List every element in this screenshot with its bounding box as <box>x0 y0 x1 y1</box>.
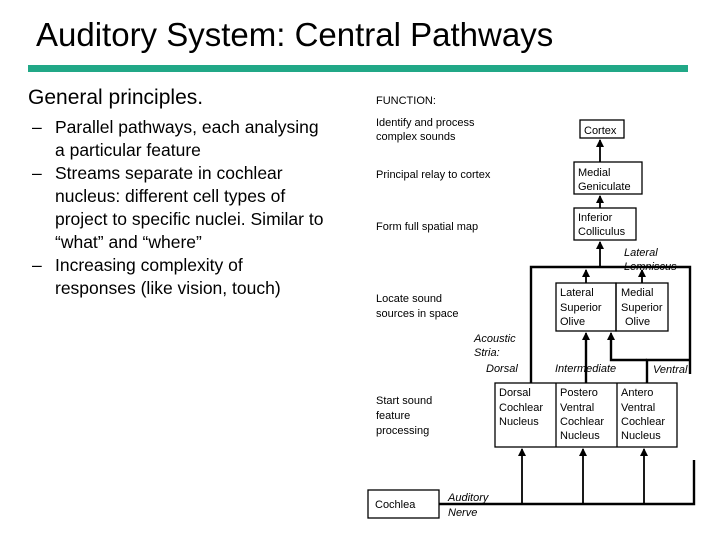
function-label-identify: Identify and process complex sounds <box>376 117 475 143</box>
cochlea-label: Cochlea <box>375 499 416 511</box>
svg-text:feature: feature <box>376 410 410 422</box>
svg-text:Nucleus: Nucleus <box>560 430 600 442</box>
svg-text:Lemniscus: Lemniscus <box>624 261 677 273</box>
lateral-lemniscus-line <box>529 265 692 374</box>
svg-text:Auditory: Auditory <box>447 492 490 504</box>
bullet-dash: – <box>32 255 42 275</box>
medial-geniculate-box <box>573 161 643 195</box>
svg-text:Identify and process: Identify and process <box>376 117 475 129</box>
bullet-text: Parallel pathways, each analysing a part… <box>55 117 319 160</box>
svg-text:Cochlear: Cochlear <box>560 416 604 428</box>
svg-text:processing: processing <box>376 425 429 437</box>
slide-title: Auditory System: Central Pathways <box>36 16 554 53</box>
posteroventral-cochlear-nucleus-label: Postero Ventral Cochlear Nucleus <box>560 387 604 442</box>
svg-text:Lateral: Lateral <box>560 287 594 299</box>
svg-text:Inferior: Inferior <box>578 212 613 224</box>
svg-text:Form full spatial map: Form full spatial map <box>376 221 478 233</box>
svg-text:Lateral: Lateral <box>624 247 658 259</box>
bullet-item: –Increasing complexity of responses (lik… <box>28 254 328 300</box>
svg-text:Olive: Olive <box>625 316 650 328</box>
medial-geniculate-label: Medial Geniculate <box>578 167 631 193</box>
bullet-dash: – <box>32 163 42 183</box>
ventral-stria-label: Ventral <box>653 364 688 376</box>
svg-text:Stria:: Stria: <box>474 347 500 359</box>
svg-text:Start sound: Start sound <box>376 395 432 407</box>
svg-text:Nerve: Nerve <box>448 507 477 519</box>
lateral-lemniscus-label: Lateral Lemniscus <box>624 247 677 273</box>
bullet-list: –Parallel pathways, each analysing a par… <box>28 116 328 300</box>
svg-text:Geniculate: Geniculate <box>578 181 631 193</box>
auditory-nerve-label: Auditory Nerve <box>447 492 490 519</box>
svg-text:Acoustic: Acoustic <box>473 333 516 345</box>
auditory-nerve-line <box>439 460 696 506</box>
function-label-locate: Locate sound sources in space <box>376 293 459 320</box>
svg-text:sources in space: sources in space <box>376 308 459 320</box>
bullet-item: –Streams separate in cochlear nucleus: d… <box>28 162 328 254</box>
bullet-text: Streams separate in cochlear nucleus: di… <box>55 163 324 252</box>
function-heading: FUNCTION: <box>376 95 436 107</box>
svg-text:Nucleus: Nucleus <box>621 430 661 442</box>
lateral-superior-olive-label: Lateral Superior Olive <box>560 287 602 328</box>
svg-text:Ventral: Ventral <box>560 402 594 414</box>
svg-text:Cochlear: Cochlear <box>499 402 543 414</box>
svg-text:Ventral: Ventral <box>621 402 655 414</box>
svg-text:Olive: Olive <box>560 316 585 328</box>
svg-text:Postero: Postero <box>560 387 598 399</box>
dorsal-stria-label: Dorsal <box>486 363 518 375</box>
svg-text:Superior: Superior <box>621 302 663 314</box>
inferior-colliculus-box <box>573 207 637 241</box>
svg-text:complex sounds: complex sounds <box>376 131 456 143</box>
function-label-relay: Principal relay to cortex <box>376 169 491 181</box>
svg-text:Cochlear: Cochlear <box>621 416 665 428</box>
anteroventral-cochlear-nucleus-label: Antero Ventral Cochlear Nucleus <box>621 387 665 442</box>
title-underline <box>28 65 688 72</box>
acoustic-stria-label: Acoustic Stria: <box>473 333 516 359</box>
intro-text: General principles. <box>28 86 204 109</box>
intermediate-stria-label: Intermediate <box>555 363 616 375</box>
medial-superior-olive-label: Medial Superior Olive <box>621 287 663 328</box>
svg-text:Nucleus: Nucleus <box>499 416 539 428</box>
function-label-spatial-map: Form full spatial map <box>376 221 478 233</box>
bullet-text: Increasing complexity of responses (like… <box>55 255 281 298</box>
dorsal-cochlear-nucleus-label: Dorsal Cochlear Nucleus <box>499 387 543 428</box>
svg-text:Medial: Medial <box>621 287 653 299</box>
bullet-dash: – <box>32 117 42 137</box>
function-label-feature: Start sound feature processing <box>376 395 432 437</box>
bullet-item: –Parallel pathways, each analysing a par… <box>28 116 328 162</box>
ventral-stria-branch <box>609 340 647 362</box>
svg-text:Superior: Superior <box>560 302 602 314</box>
svg-text:Dorsal: Dorsal <box>499 387 531 399</box>
svg-text:Colliculus: Colliculus <box>578 226 626 238</box>
inferior-colliculus-label: Inferior Colliculus <box>578 212 626 238</box>
cortex-box <box>579 119 625 139</box>
cortex-label: Cortex <box>584 125 617 137</box>
svg-text:Locate sound: Locate sound <box>376 293 442 305</box>
svg-text:Antero: Antero <box>621 387 653 399</box>
svg-text:Principal relay to cortex: Principal relay to cortex <box>376 169 491 181</box>
svg-text:Medial: Medial <box>578 167 610 179</box>
